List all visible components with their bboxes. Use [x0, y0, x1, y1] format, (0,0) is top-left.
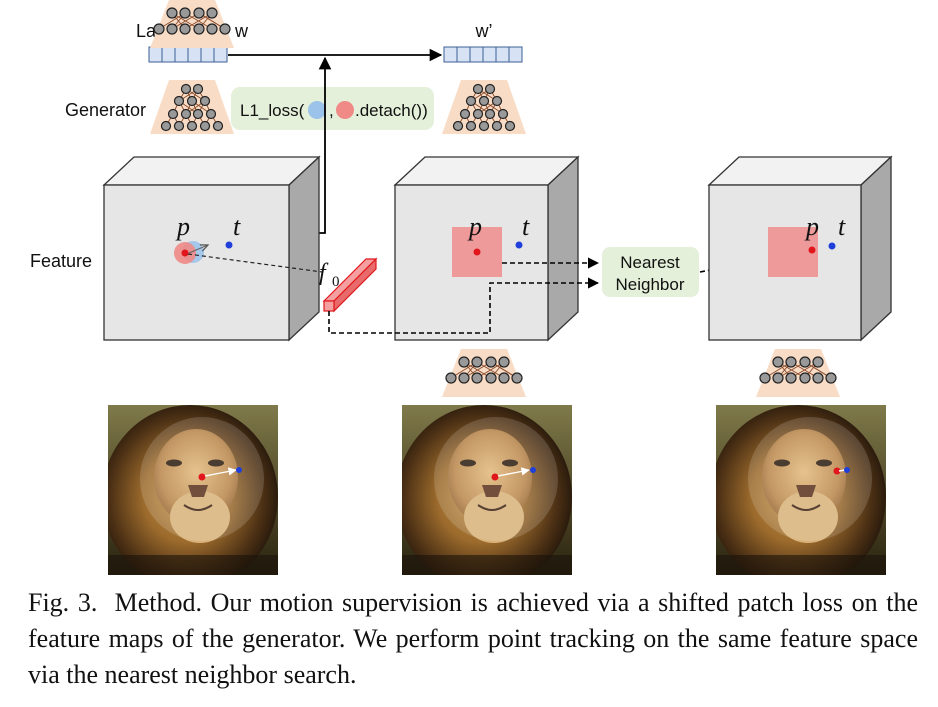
- p-label: p: [467, 212, 482, 241]
- f0-to-nn-arrow: [328, 277, 600, 334]
- generator-network-icon: [149, 0, 235, 49]
- latent-code-w-prime: [443, 46, 523, 63]
- p-label: p: [804, 212, 819, 241]
- feature-vector-icon: [322, 257, 378, 313]
- loss-suffix: .detach()): [355, 101, 428, 120]
- f0-label: f: [319, 260, 329, 286]
- generator-network-icon: [149, 79, 235, 135]
- lion-photo-2: [396, 405, 572, 589]
- p-label: p: [175, 212, 190, 241]
- feature-map-cube-3: [707, 155, 893, 342]
- generator-network-icon: [755, 348, 841, 398]
- target-point-t: [225, 241, 233, 249]
- loss-comma: ,: [329, 101, 334, 120]
- f0-dashed-line: [187, 253, 323, 273]
- caption-text: Method. Our motion supervision is achiev…: [28, 588, 918, 689]
- handle-point-p: [473, 248, 481, 256]
- latent-code-w: [148, 46, 228, 63]
- caption-label: Fig. 3.: [28, 588, 98, 617]
- w-prime-label: w’: [475, 21, 493, 41]
- generator-label: Generator: [65, 100, 146, 120]
- loss-prefix: L1_loss(: [240, 101, 305, 120]
- generator-network-icon: [441, 348, 527, 398]
- feature-map-cube-1: [102, 155, 321, 342]
- nearest-neighbor-box: Nearest Neighbor: [602, 247, 699, 297]
- generator-network-icon: [441, 79, 527, 135]
- figure-caption: Fig. 3. Method. Our motion supervision i…: [28, 585, 918, 693]
- nn-line-2: Neighbor: [616, 275, 685, 294]
- feature-blue-circle-icon: [308, 101, 326, 119]
- feature-red-circle-icon: [336, 101, 354, 119]
- target-point-t: [515, 241, 523, 249]
- feature-map-cube-2: [393, 155, 580, 342]
- lion-photo-3: [710, 405, 886, 589]
- target-point-t: [828, 242, 836, 250]
- t-label: t: [233, 212, 241, 241]
- handle-point-p: [181, 249, 189, 257]
- t-label: t: [522, 212, 530, 241]
- lion-photo-1: [102, 405, 278, 589]
- nn-line-1: Nearest: [620, 253, 680, 272]
- l1-loss-box: L1_loss( , .detach()): [231, 87, 434, 130]
- f0-subscript: 0: [332, 274, 340, 290]
- t-label: t: [838, 212, 846, 241]
- handle-point-p: [808, 246, 816, 254]
- feature-label: Feature: [30, 251, 92, 271]
